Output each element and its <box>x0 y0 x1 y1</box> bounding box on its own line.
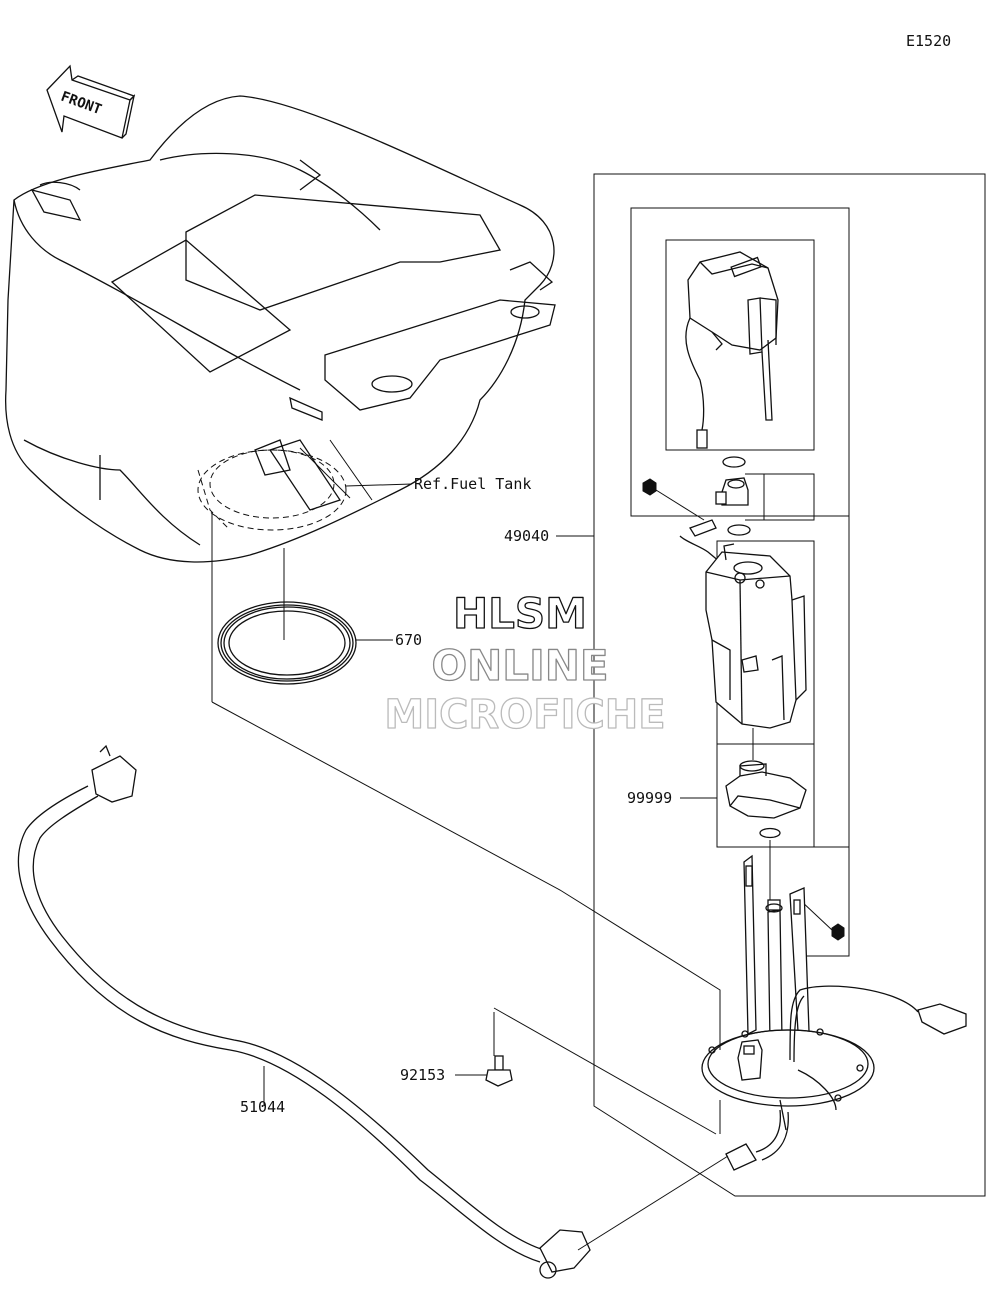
gasket-ring <box>217 601 357 685</box>
watermark-line-1: HLSM <box>453 589 587 638</box>
part-number-92153: 92153 <box>400 1066 445 1084</box>
connector-fitting <box>715 477 749 506</box>
front-label: FRONT <box>59 89 104 118</box>
washer <box>759 827 781 839</box>
pump-flange-assembly <box>701 854 967 1131</box>
nut-upper <box>642 478 657 496</box>
front-arrow-icon: FRONT <box>46 64 136 139</box>
part-number-99999: 99999 <box>627 789 672 807</box>
fuel-hose <box>17 744 591 1279</box>
watermark-line-3: MICROFICHE <box>384 692 665 738</box>
watermark-line-2: ONLINE <box>431 641 608 690</box>
fuel-tank-outline <box>4 95 556 563</box>
watermark: HLSM ONLINE MICROFICHE <box>384 588 667 738</box>
fuel-level-sender <box>685 251 779 449</box>
ref-fuel-tank-label: Ref.Fuel Tank <box>414 475 531 493</box>
part-number-670: 670 <box>395 631 422 649</box>
part-number-51044: 51044 <box>240 1098 285 1116</box>
diagram-code: E1520 <box>906 32 951 50</box>
bolt <box>485 1055 513 1087</box>
wire-clip <box>679 519 721 563</box>
o-ring-upper <box>722 456 746 468</box>
part-number-49040: 49040 <box>504 527 549 545</box>
hose-elbow-fitting <box>725 1109 789 1171</box>
nut-lower <box>831 923 845 941</box>
o-ring-lower <box>727 524 751 536</box>
fuel-strainer <box>725 760 807 819</box>
fuel-pump-body <box>705 543 807 729</box>
